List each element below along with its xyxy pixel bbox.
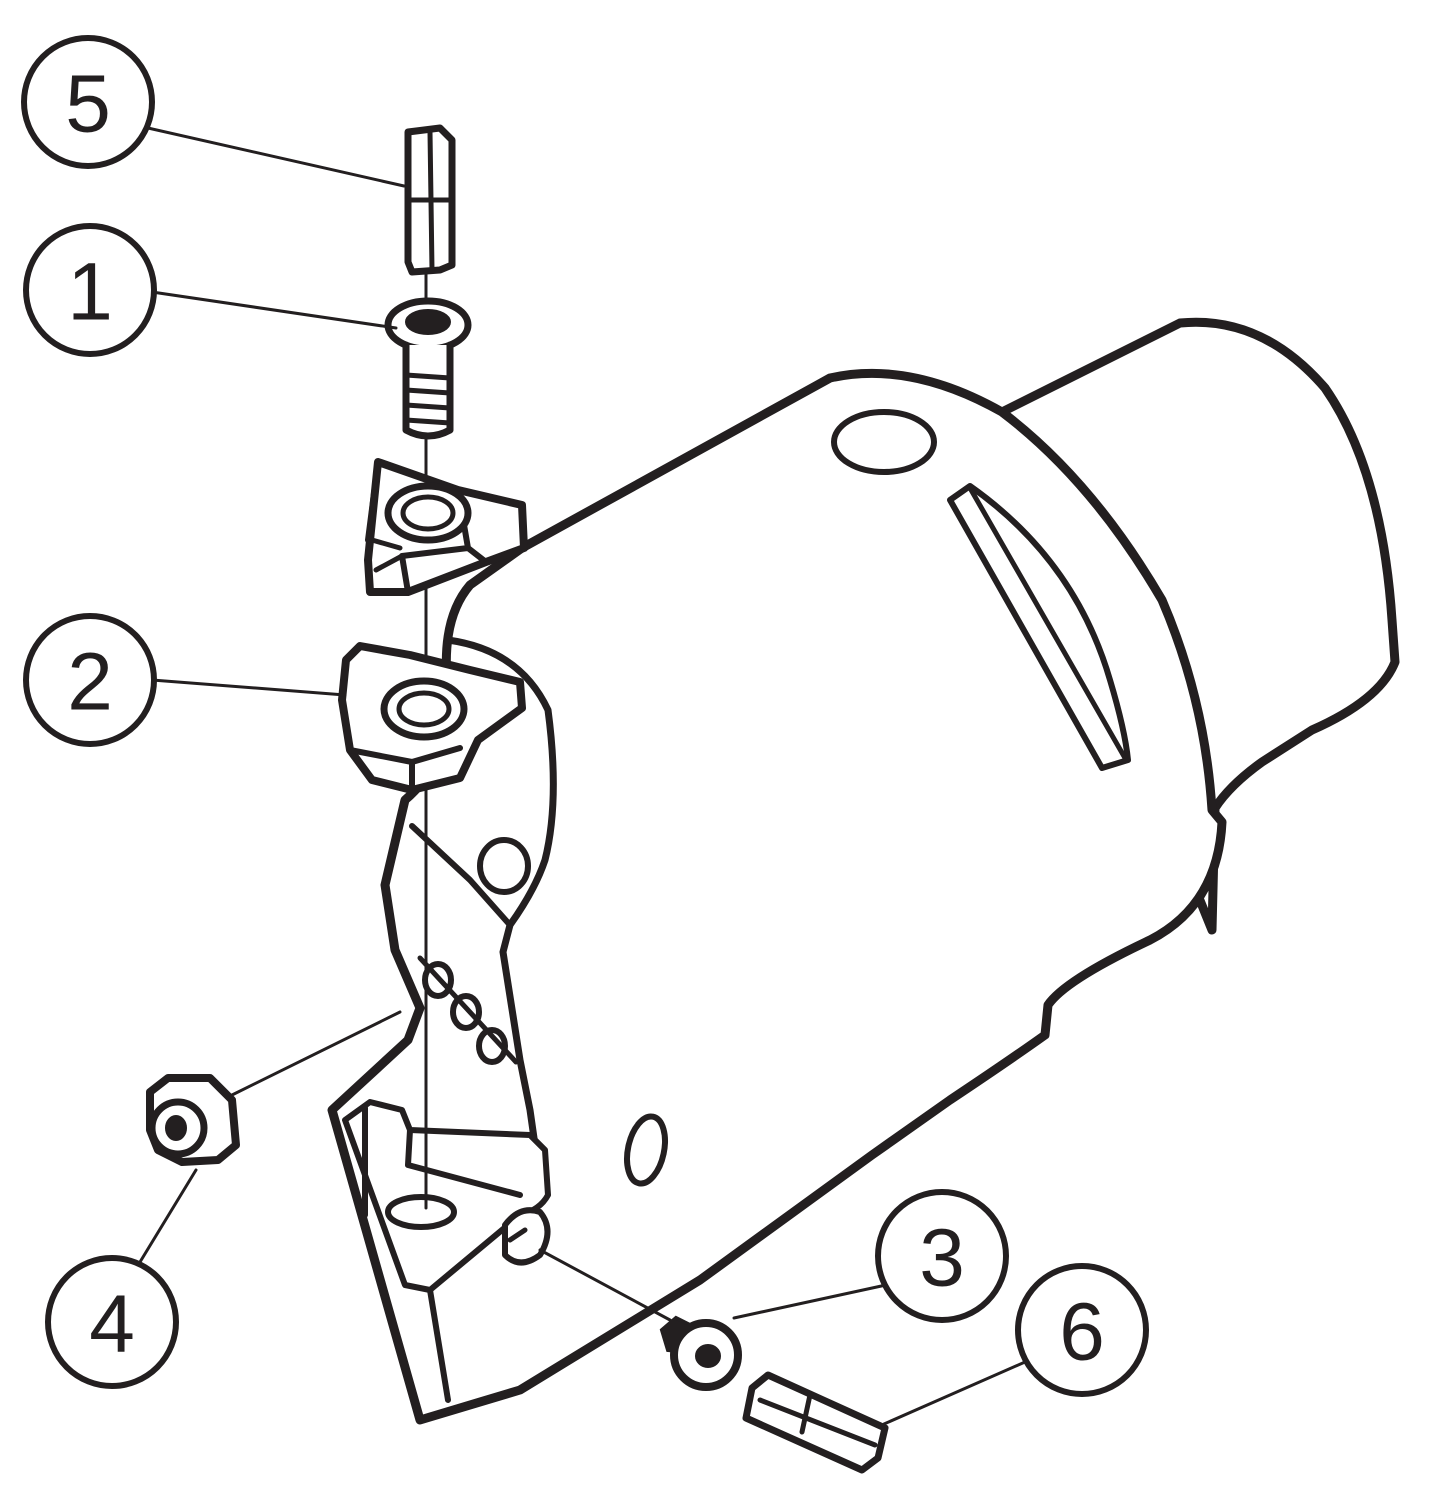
callout-1: 1 — [23, 223, 157, 357]
part-3-screw — [659, 1315, 742, 1391]
body-hole-lower — [624, 1113, 668, 1187]
pocket-screw-hole — [385, 1194, 457, 1230]
insert-hole-outer — [384, 482, 472, 544]
callout-6-label: 6 — [1059, 1287, 1105, 1378]
tool-holder-body — [327, 317, 1400, 1425]
body-hole-top — [831, 409, 937, 475]
callout-5-label: 5 — [65, 59, 111, 150]
key-6-facets — [757, 1392, 878, 1448]
key-5-facets — [405, 129, 455, 273]
holder-shank — [997, 317, 1400, 935]
leader-3 — [732, 1283, 888, 1320]
coolant-hole-upper — [477, 837, 531, 895]
insert-hole-inner — [400, 494, 456, 532]
callout-3: 3 — [875, 1189, 1009, 1323]
part-5-key — [404, 124, 456, 276]
plug-4-socket — [165, 1115, 187, 1141]
part-6-key — [742, 1371, 889, 1474]
part4-axis — [230, 1010, 402, 1097]
callout-4-label: 4 — [89, 1279, 135, 1370]
pocket-pin-hole — [502, 1207, 551, 1266]
part-1-screw — [384, 297, 472, 440]
body-slot — [947, 483, 1131, 771]
part-4-plug — [146, 1074, 240, 1166]
clamp-screw-axis — [538, 1248, 672, 1322]
shim-2-hole-inner — [396, 690, 452, 728]
coolant-hole-2 — [450, 993, 482, 1031]
callout-6: 6 — [1015, 1263, 1149, 1397]
callout-4: 4 — [45, 1255, 179, 1389]
callout-1-label: 1 — [67, 247, 113, 338]
cutting-insert — [364, 458, 528, 596]
leader-lines — [138, 126, 1027, 1426]
pocket-seat-edge — [405, 1127, 523, 1198]
leader-2 — [150, 678, 347, 697]
coolant-hole-3 — [476, 1027, 508, 1065]
callout-5: 5 — [21, 35, 155, 169]
leader-5 — [146, 126, 406, 188]
callout-3-label: 3 — [919, 1213, 965, 1304]
screw-1-thread — [403, 372, 453, 426]
hole-row-edge — [417, 955, 519, 1065]
pocket-lower-edge — [427, 1287, 451, 1403]
slot-inner-edge — [967, 485, 1128, 761]
callout-2-label: 2 — [67, 637, 113, 728]
front-chamfer — [409, 823, 513, 928]
leader-4 — [138, 1168, 198, 1264]
part-2-shim — [338, 642, 526, 794]
callout-2: 2 — [23, 613, 157, 747]
shim-2-facets — [347, 745, 463, 793]
screw-3-socket — [695, 1344, 721, 1368]
screw-1-socket — [405, 309, 451, 335]
pocket-pin-notch — [507, 1227, 528, 1243]
shim-2-hole-outer — [380, 677, 468, 741]
leader-6 — [882, 1360, 1027, 1426]
leader-1 — [150, 290, 398, 330]
insert-chipbreaker — [369, 537, 405, 573]
front-face-edge — [444, 636, 557, 1184]
